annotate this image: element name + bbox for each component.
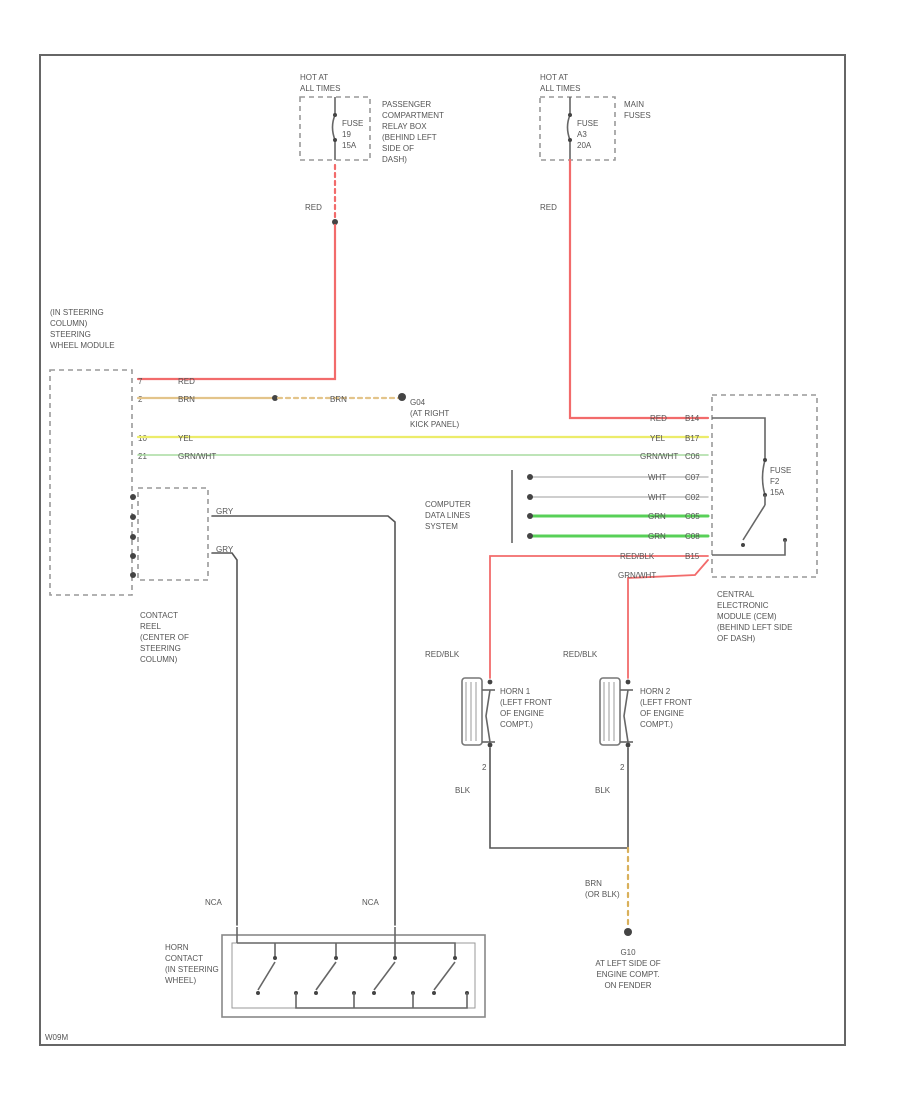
horn-1 [461, 677, 495, 748]
pin-7: 7 [138, 377, 143, 386]
diagram-frame [39, 54, 846, 1046]
cem-b17-label: B17 [685, 434, 700, 443]
horn-1-pin: 2 [482, 763, 487, 772]
wire-nca-1-label: NCA [205, 898, 223, 907]
wire-yel-label: YEL [178, 434, 194, 443]
cem-c05-label: C05 [685, 512, 700, 521]
cem-c06-label: C06 [685, 452, 700, 461]
cem-wht-1-label: WHT [648, 473, 666, 482]
pin-2: 2 [138, 395, 143, 404]
wire-blk-1-label: BLK [455, 786, 471, 795]
wire-gry-2 [211, 552, 238, 926]
diagram-ref-code: W09M [45, 1033, 68, 1042]
contact-reel-pins [130, 494, 136, 578]
horn-contact-switches [236, 927, 469, 1009]
wire-brn-or-blk-label: BRN(OR BLK) [585, 879, 620, 899]
wire-red-2 [568, 158, 710, 420]
wire-brn-2-label: BRN [330, 395, 347, 404]
cem-fuse [712, 417, 787, 556]
steering-wheel-module-box [49, 369, 133, 596]
contact-reel-box [137, 487, 209, 581]
connector-dot [272, 395, 278, 401]
horn-contact-box [221, 934, 486, 1018]
relay-box-fuse [299, 96, 371, 161]
wire-blk-1 [489, 747, 629, 849]
wire-red-2-label: RED [540, 203, 557, 212]
horn-2 [599, 677, 633, 748]
cem-red-blk-label: RED/BLK [620, 552, 655, 561]
wire-grn-wht-label: GRN/WHT [178, 452, 216, 461]
contact-reel-wire-2-label: GRY [216, 545, 234, 554]
cem-grn-2-label: GRN [648, 532, 666, 541]
connector-dot [527, 533, 533, 539]
connector-dot [527, 494, 533, 500]
ground-g04-dot [398, 393, 406, 401]
cem-grn-wht-2-label: GRN/WHT [618, 571, 656, 580]
wire-gry-1 [211, 515, 396, 926]
contact-reel-wire-1-label: GRY [216, 507, 234, 516]
wire-red-blk-2 [627, 559, 709, 679]
cem-grn-wht-label: GRN/WHT [640, 452, 678, 461]
cem-c08-label: C08 [685, 532, 700, 541]
wire-red-blk-2-label: RED/BLK [563, 650, 598, 659]
cem-wht-2-label: WHT [648, 493, 666, 502]
pin-21: 21 [138, 452, 147, 461]
cem-b14-label: B14 [685, 414, 700, 423]
ground-g10-dot [624, 928, 632, 936]
wire-red-1-label: RED [305, 203, 322, 212]
pin-10: 10 [138, 434, 147, 443]
wire-red-1 [136, 223, 337, 381]
wire-red-sw-label: RED [178, 377, 195, 386]
cem-b15-label: B15 [685, 552, 700, 561]
wire-brn-1-label: BRN [178, 395, 195, 404]
cem-yel-label: YEL [650, 434, 666, 443]
cem-grn-1-label: GRN [648, 512, 666, 521]
wire-blk-2-label: BLK [595, 786, 611, 795]
wire-red-blk-1 [489, 555, 709, 679]
cem-c02-label: C02 [685, 493, 700, 502]
horn-2-pin: 2 [620, 763, 625, 772]
wire-nca-2-label: NCA [362, 898, 380, 907]
connector-dot [332, 219, 338, 225]
main-fuse [539, 96, 616, 161]
connector-dot [527, 513, 533, 519]
wire-red-blk-1-label: RED/BLK [425, 650, 460, 659]
cem-c07-label: C07 [685, 473, 700, 482]
cem-red-label: RED [650, 414, 667, 423]
connector-dot [527, 474, 533, 480]
